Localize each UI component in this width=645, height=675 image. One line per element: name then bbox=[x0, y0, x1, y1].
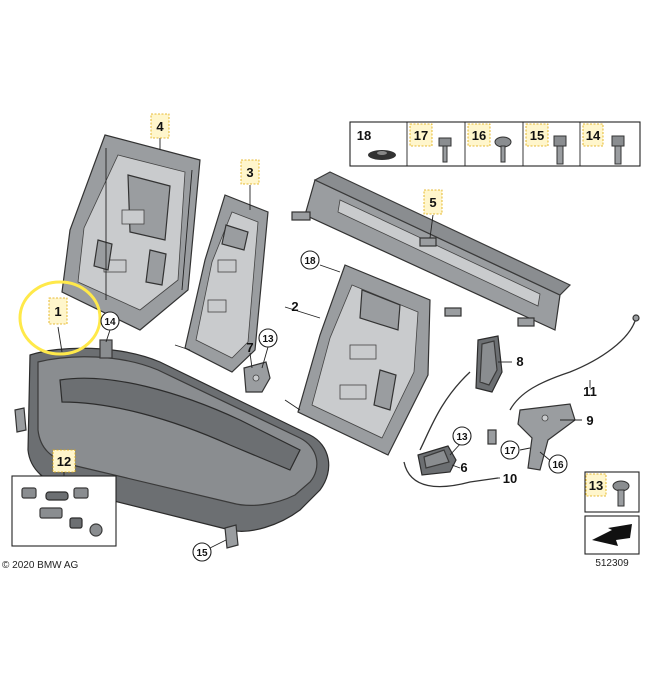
svg-text:11: 11 bbox=[583, 384, 597, 399]
bowden-cable-part-10[interactable] bbox=[403, 371, 499, 488]
callout-16a[interactable]: 16 bbox=[548, 454, 568, 474]
svg-text:13: 13 bbox=[589, 478, 603, 493]
cross-member-part-5[interactable] bbox=[291, 171, 572, 331]
svg-text:18: 18 bbox=[357, 128, 371, 143]
seat-frame-part-2[interactable] bbox=[284, 264, 431, 456]
svg-text:7: 7 bbox=[246, 340, 253, 355]
grommet-part-18[interactable] bbox=[368, 150, 396, 160]
svg-text:12: 12 bbox=[57, 454, 71, 469]
highlight-circle bbox=[18, 280, 102, 356]
svg-text:1: 1 bbox=[54, 304, 61, 319]
callout-3[interactable]: 3 bbox=[240, 159, 260, 185]
svg-text:18: 18 bbox=[304, 256, 316, 267]
callout-9[interactable]: 9 bbox=[586, 413, 593, 428]
svg-text:15: 15 bbox=[196, 548, 208, 559]
screw-part-16[interactable] bbox=[494, 136, 512, 163]
svg-text:16: 16 bbox=[552, 460, 564, 471]
callout-15b[interactable]: 15 bbox=[525, 123, 549, 147]
callout-13a[interactable]: 13 bbox=[258, 328, 278, 348]
callout-10[interactable]: 10 bbox=[503, 471, 517, 486]
callout-4[interactable]: 4 bbox=[150, 113, 170, 139]
svg-text:14: 14 bbox=[586, 128, 601, 143]
callout-1[interactable]: 1 bbox=[48, 297, 68, 325]
callout-14a[interactable]: 14 bbox=[100, 311, 120, 331]
latch-part-8[interactable] bbox=[475, 335, 503, 393]
svg-text:4: 4 bbox=[156, 119, 164, 134]
svg-text:17: 17 bbox=[504, 446, 516, 457]
svg-text:17: 17 bbox=[414, 128, 428, 143]
svg-text:9: 9 bbox=[586, 413, 593, 428]
bolt-part-15[interactable] bbox=[553, 135, 567, 165]
svg-text:13: 13 bbox=[262, 334, 274, 345]
callout-7[interactable]: 7 bbox=[246, 340, 253, 355]
callout-11[interactable]: 11 bbox=[583, 384, 597, 399]
fastener-kit-part-12[interactable] bbox=[11, 475, 117, 547]
bolt-part-14[interactable] bbox=[611, 135, 625, 165]
callout-14b[interactable]: 14 bbox=[582, 123, 604, 147]
screw-part-17[interactable] bbox=[438, 137, 452, 163]
callout-17b[interactable]: 17 bbox=[409, 123, 433, 147]
svg-text:13: 13 bbox=[456, 432, 468, 443]
svg-text:3: 3 bbox=[246, 165, 253, 180]
callout-16b[interactable]: 16 bbox=[467, 123, 491, 147]
callout-18a[interactable]: 18 bbox=[300, 250, 320, 270]
callout-18b[interactable]: 18 bbox=[357, 128, 371, 143]
svg-text:6: 6 bbox=[460, 460, 467, 475]
backrest-frame-part-4[interactable] bbox=[61, 134, 201, 331]
copyright-text: © 2020 BMW AG bbox=[2, 560, 79, 571]
arrow-icon bbox=[592, 524, 632, 546]
callout-8[interactable]: 8 bbox=[516, 354, 523, 369]
callout-6[interactable]: 6 bbox=[460, 460, 467, 475]
svg-text:2: 2 bbox=[291, 299, 298, 314]
diagram-number: 512309 bbox=[595, 558, 629, 569]
callout-13c[interactable]: 13 bbox=[585, 473, 607, 497]
callout-2[interactable]: 2 bbox=[291, 299, 298, 314]
callout-12[interactable]: 12 bbox=[52, 449, 76, 473]
callout-5[interactable]: 5 bbox=[423, 189, 443, 215]
lever-bracket-part-9[interactable] bbox=[517, 403, 576, 471]
svg-text:15: 15 bbox=[530, 128, 544, 143]
svg-text:14: 14 bbox=[104, 317, 116, 328]
direction-arrow-box bbox=[584, 515, 640, 555]
callout-17a[interactable]: 17 bbox=[500, 440, 520, 460]
svg-text:8: 8 bbox=[516, 354, 523, 369]
svg-text:10: 10 bbox=[503, 471, 517, 486]
svg-text:16: 16 bbox=[472, 128, 486, 143]
bowden-cable-part-11[interactable] bbox=[509, 314, 640, 411]
bracket-part-7[interactable] bbox=[243, 361, 271, 393]
release-handle-part-6[interactable] bbox=[417, 445, 457, 476]
svg-text:5: 5 bbox=[429, 195, 436, 210]
callout-13b[interactable]: 13 bbox=[452, 426, 472, 446]
callout-15a[interactable]: 15 bbox=[192, 542, 212, 562]
backrest-frame-part-3[interactable] bbox=[174, 194, 269, 373]
